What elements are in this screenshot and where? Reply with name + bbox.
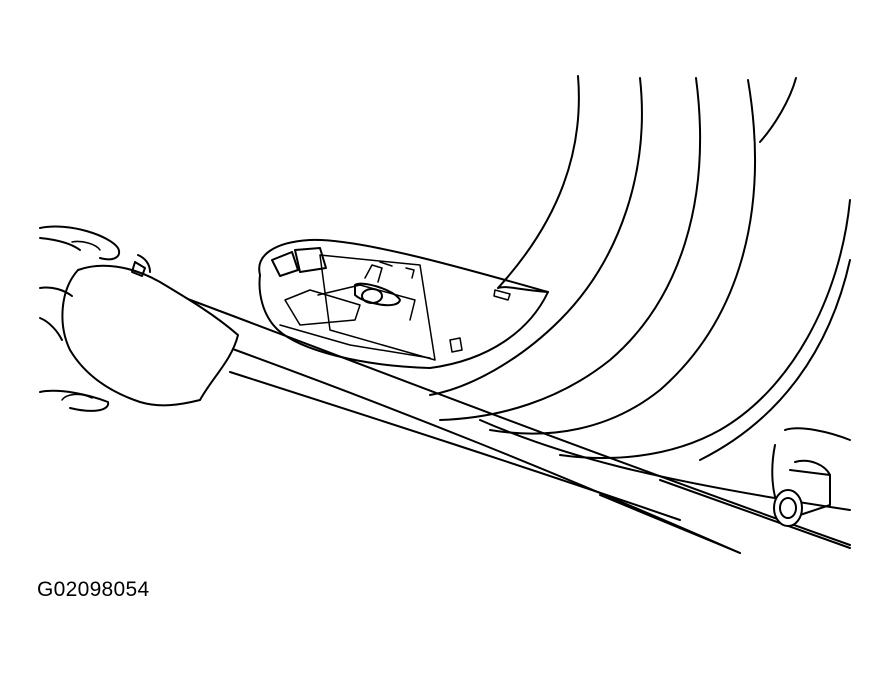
- striker-bolt: [771, 427, 851, 527]
- lamp-opening: [258, 238, 549, 369]
- hand: [39, 225, 120, 412]
- lens-cover: [61, 254, 239, 407]
- sill-lines: [149, 284, 851, 554]
- body-panel-curves: [429, 75, 851, 461]
- figure-id-label: G02098054: [37, 578, 150, 601]
